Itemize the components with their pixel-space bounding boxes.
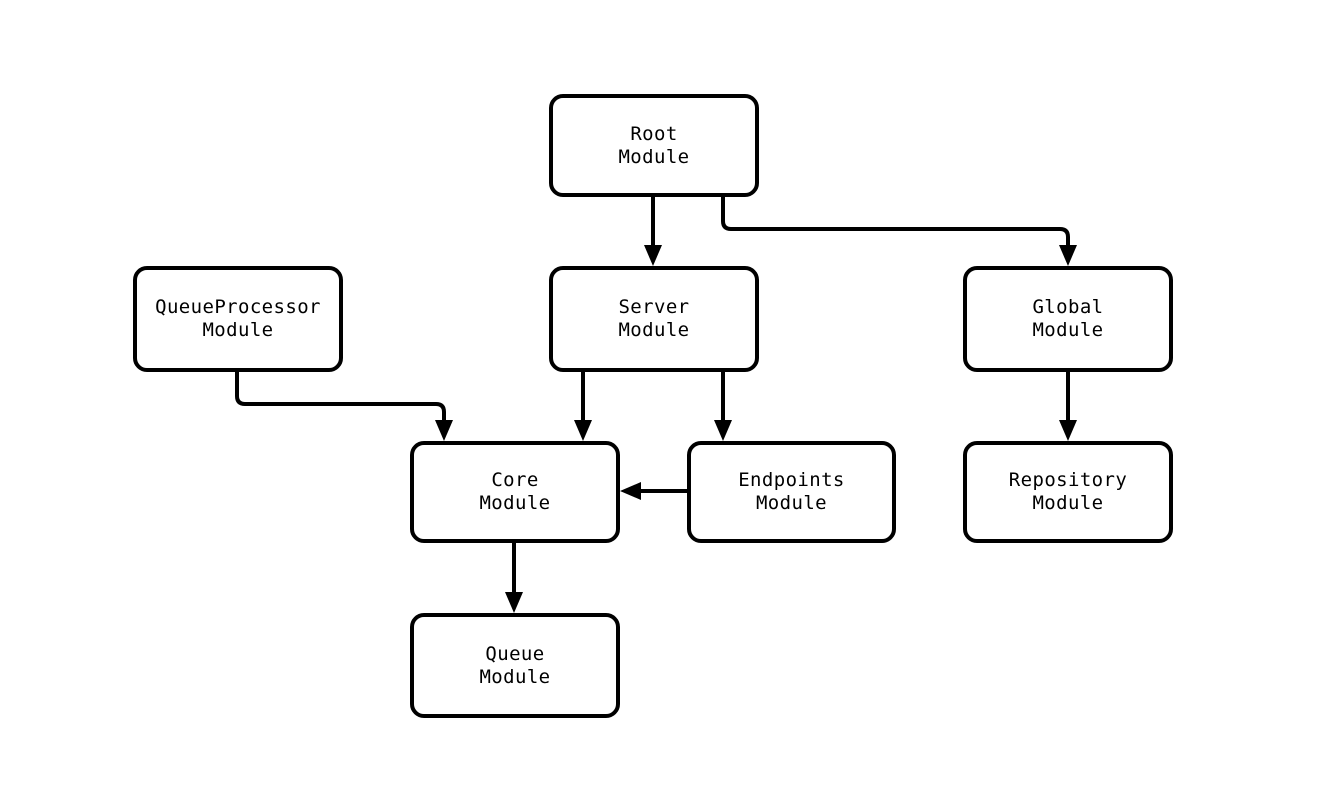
arrowhead-icon (620, 482, 641, 500)
arrowhead-icon (435, 420, 453, 441)
node-label-primary: Queue (485, 642, 545, 665)
node-label-secondary: Module (618, 319, 690, 341)
arrowhead-icon (1059, 420, 1077, 441)
node-label-secondary: Module (618, 145, 690, 168)
node-label-secondary: Module (202, 319, 274, 341)
arrowhead-icon (644, 245, 662, 266)
node-label-secondary: Module (755, 492, 828, 514)
node-label-primary: QueueProcessor (155, 296, 321, 318)
node-label-primary: Server (618, 296, 690, 318)
edge-queueprocessor-to-core (235, 372, 453, 441)
node-label-secondary: Module (479, 665, 551, 688)
node-label-primary: Core (491, 469, 539, 491)
node-label-secondary: Module (479, 492, 551, 514)
edge-line (235, 372, 446, 427)
edge-server-to-core (574, 372, 592, 441)
arrowhead-icon (714, 420, 732, 441)
arrowhead-icon (574, 420, 592, 441)
edges-group (235, 197, 1077, 613)
node-label-primary: Root (630, 122, 678, 145)
edge-core-to-queue (505, 543, 523, 613)
edge-global-to-repository (1059, 372, 1077, 441)
arrowhead-icon (505, 592, 523, 613)
node-label-primary: Global (1032, 296, 1104, 318)
node-label-secondary: Module (1032, 492, 1104, 514)
arrowhead-icon (1059, 245, 1077, 266)
edge-root-to-global (721, 197, 1077, 266)
edge-root-to-server (644, 197, 662, 266)
edge-endpoints-to-core (620, 482, 687, 500)
node-label-primary: Endpoints (738, 469, 845, 491)
node-label-primary: Repository (1008, 469, 1128, 491)
edge-server-to-endpoints (714, 372, 732, 441)
node-label-secondary: Module (1032, 319, 1104, 341)
edge-line (721, 197, 1070, 252)
